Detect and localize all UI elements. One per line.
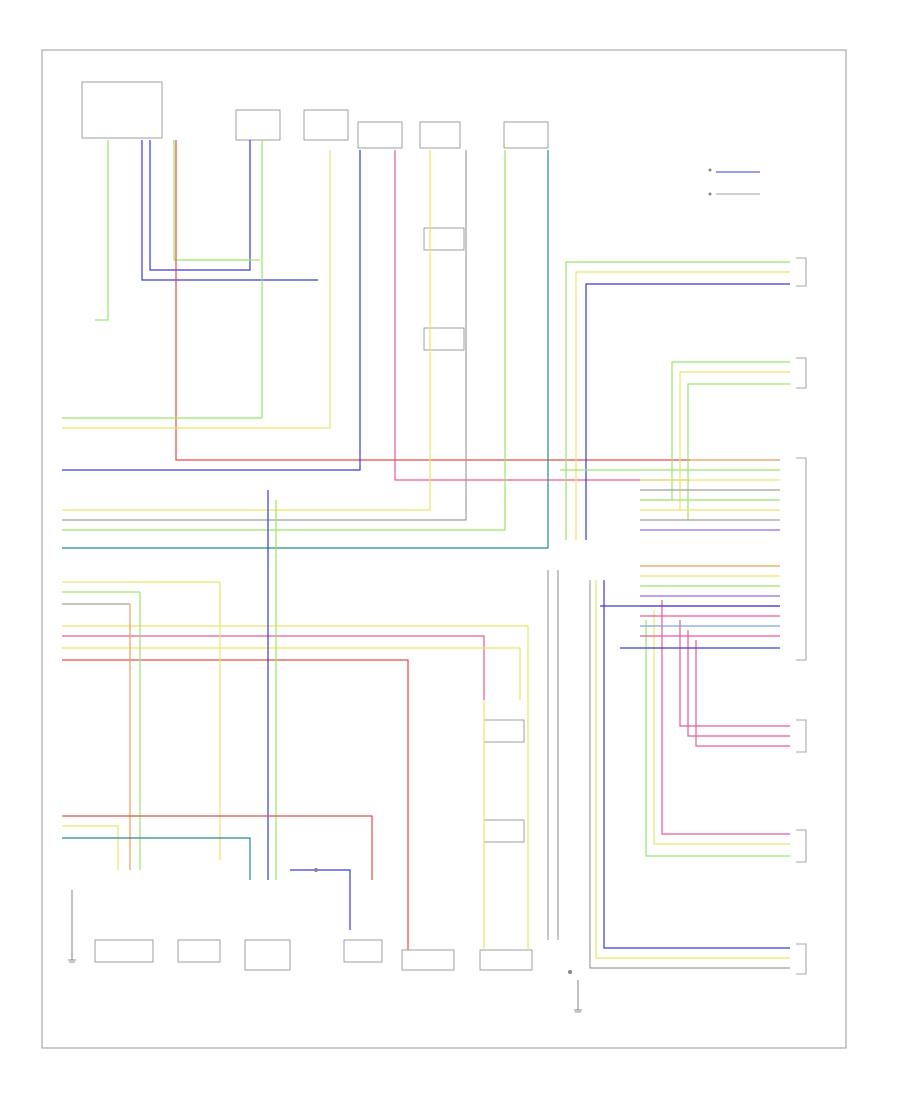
component-box-8 xyxy=(423,327,465,351)
wire-blue-2 xyxy=(149,140,251,271)
wire-red-1 xyxy=(175,140,690,461)
pin-4 xyxy=(708,192,712,196)
bottom-box-5 xyxy=(401,949,455,971)
wire-yellow-9 xyxy=(62,647,521,700)
wire-pink-6 xyxy=(695,640,790,747)
component-box-4 xyxy=(357,121,403,149)
wire-yellow-8 xyxy=(62,625,529,700)
wire-pink-2 xyxy=(62,635,485,700)
wire-teal-2 xyxy=(62,837,251,880)
wire-red-2 xyxy=(62,659,409,950)
wire-yellow-1 xyxy=(62,150,331,429)
wires xyxy=(62,140,790,969)
wire-blue-3 xyxy=(62,150,361,471)
component-box-2 xyxy=(235,109,281,141)
component-box-3 xyxy=(303,109,349,141)
wire-green-2 xyxy=(173,140,260,261)
pin-3 xyxy=(708,168,712,172)
component-box-6 xyxy=(503,121,549,149)
connector-bracket-5 xyxy=(796,829,807,863)
connector-bracket-4 xyxy=(796,719,807,753)
wire-yellow-2 xyxy=(62,150,431,511)
component-box-1 xyxy=(81,81,163,139)
connector-bracket-3 xyxy=(796,457,807,661)
bottom-components xyxy=(94,719,533,971)
wire-green-1 xyxy=(95,140,109,321)
bottom-box-4 xyxy=(343,939,383,963)
bottom-box-1 xyxy=(94,939,154,963)
wire-blue-4 xyxy=(585,283,790,540)
connector-bracket-1 xyxy=(796,257,807,287)
ground-symbol-1 xyxy=(68,890,76,963)
wire-gray-1 xyxy=(62,150,467,521)
wire-green-4 xyxy=(62,150,506,531)
pin-2 xyxy=(568,970,572,974)
pin-1 xyxy=(314,868,318,872)
wire-red-3 xyxy=(62,815,373,880)
wire-yellow-4 xyxy=(679,371,790,510)
wire-green-3 xyxy=(62,140,263,419)
top-components xyxy=(81,81,549,351)
legend xyxy=(716,171,760,195)
wire-green-7 xyxy=(687,383,790,520)
ground-symbol-2 xyxy=(574,980,582,1013)
right-connectors xyxy=(796,257,807,975)
wire-green-6 xyxy=(671,361,790,500)
wire-blue-6 xyxy=(290,869,351,930)
wire-pink-5 xyxy=(687,630,790,737)
wire-yellow-15 xyxy=(653,610,790,845)
wire-gray-7 xyxy=(589,580,790,969)
wire-pink-4 xyxy=(679,620,790,727)
ground-symbols xyxy=(68,890,582,1013)
component-box-7 xyxy=(423,227,465,251)
bottom-box-7 xyxy=(483,719,525,743)
diagram-border xyxy=(41,49,847,1049)
bottom-box-3 xyxy=(244,939,291,971)
component-box-5 xyxy=(419,121,461,149)
bottom-box-8 xyxy=(483,819,525,843)
wire-blue-1 xyxy=(141,140,318,281)
wire-yellow-11 xyxy=(62,825,119,870)
wire-blue-7 xyxy=(603,580,790,949)
wire-pink-1 xyxy=(394,150,690,481)
wire-teal-1 xyxy=(62,150,549,549)
connector-bracket-6 xyxy=(796,943,807,975)
bottom-box-6 xyxy=(479,949,533,971)
connector-pins xyxy=(314,168,712,974)
wire-yellow-3 xyxy=(575,271,790,540)
wire-pink-3 xyxy=(661,600,790,835)
connector-bracket-2 xyxy=(796,357,807,389)
bottom-box-2 xyxy=(177,939,221,963)
wire-yellow-14 xyxy=(595,580,790,959)
wire-green-5 xyxy=(565,261,790,540)
wire-green-13 xyxy=(645,620,790,857)
